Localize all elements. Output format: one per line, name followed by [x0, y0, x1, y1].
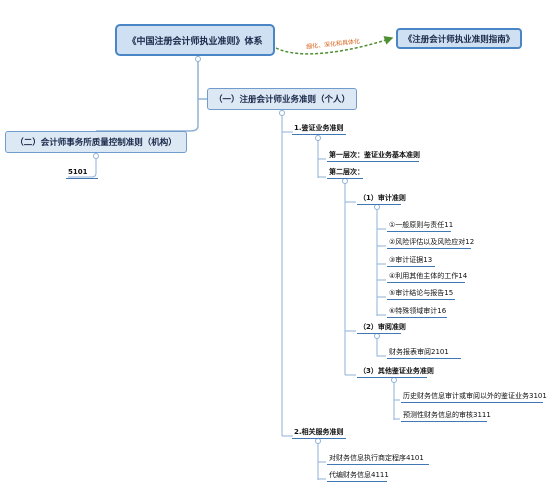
underline — [357, 204, 401, 205]
underline — [327, 178, 363, 179]
audit-item[interactable]: ③审计证据13 — [389, 256, 433, 264]
underline — [357, 377, 427, 378]
level1-node[interactable]: 第一层次：鉴证业务基本准则 — [329, 151, 420, 159]
firm-quality-control-node[interactable]: （二）会计师事务所质量控制准则（机构） — [5, 131, 187, 153]
underline — [387, 358, 461, 359]
firm-standard-5101[interactable]: 5101 — [68, 168, 88, 176]
audit-standards-node[interactable]: （1）审计准则 — [359, 194, 406, 202]
root-node[interactable]: 《中国注册会计师执业准则》体系 — [115, 24, 275, 56]
underline — [327, 464, 429, 465]
root-to-firm-line — [96, 99, 199, 132]
assurance-standards-node[interactable]: 1.鉴证业务准则 — [294, 124, 344, 132]
individual-standards-node[interactable]: （一）注册会计师业务准则（个人） — [207, 88, 357, 110]
underline — [327, 481, 387, 482]
underline — [387, 266, 435, 267]
audit-item[interactable]: ④利用其他主体的工作14 — [389, 272, 468, 280]
related-services-item[interactable]: 对财务信息执行商定程序4101 — [329, 454, 424, 462]
review-item[interactable]: 财务报表审阅2101 — [389, 348, 449, 356]
root-to-individual-line — [197, 56, 207, 100]
underline — [327, 161, 419, 162]
other-assurance-item[interactable]: 历史财务信息审计或审阅以外的鉴证业务3101 — [403, 392, 547, 400]
related-services-item[interactable]: 代编财务信息4111 — [329, 471, 389, 479]
related-services-node[interactable]: 2.相关服务准则 — [294, 428, 344, 436]
audit-item[interactable]: ①一般原则与责任11 — [389, 221, 454, 229]
review-standards-node[interactable]: （2）审阅准则 — [359, 323, 406, 331]
other-assurance-item[interactable]: 预测性财务信息的审核3111 — [403, 411, 491, 419]
underline — [387, 317, 447, 318]
underline — [387, 282, 465, 283]
underline — [292, 438, 346, 439]
underline — [357, 333, 401, 334]
underline — [292, 134, 346, 135]
underline — [66, 178, 98, 179]
guide-node[interactable]: 《注册会计师执业准则指南》 — [396, 28, 522, 49]
underline — [387, 299, 455, 300]
audit-item[interactable]: ②风险评估以及风险应对12 — [389, 238, 475, 246]
audit-item[interactable]: ⑥特殊领域审计16 — [389, 307, 447, 315]
audit-item[interactable]: ⑤审计结论与报告15 — [389, 289, 454, 297]
other-assurance-node[interactable]: （3）其他鉴证业务准则 — [359, 367, 434, 375]
relation-arrow — [275, 36, 394, 55]
underline — [401, 402, 543, 403]
level2-node[interactable]: 第二层次： — [329, 168, 364, 176]
underline — [401, 421, 487, 422]
underline — [387, 248, 471, 249]
underline — [387, 231, 451, 232]
